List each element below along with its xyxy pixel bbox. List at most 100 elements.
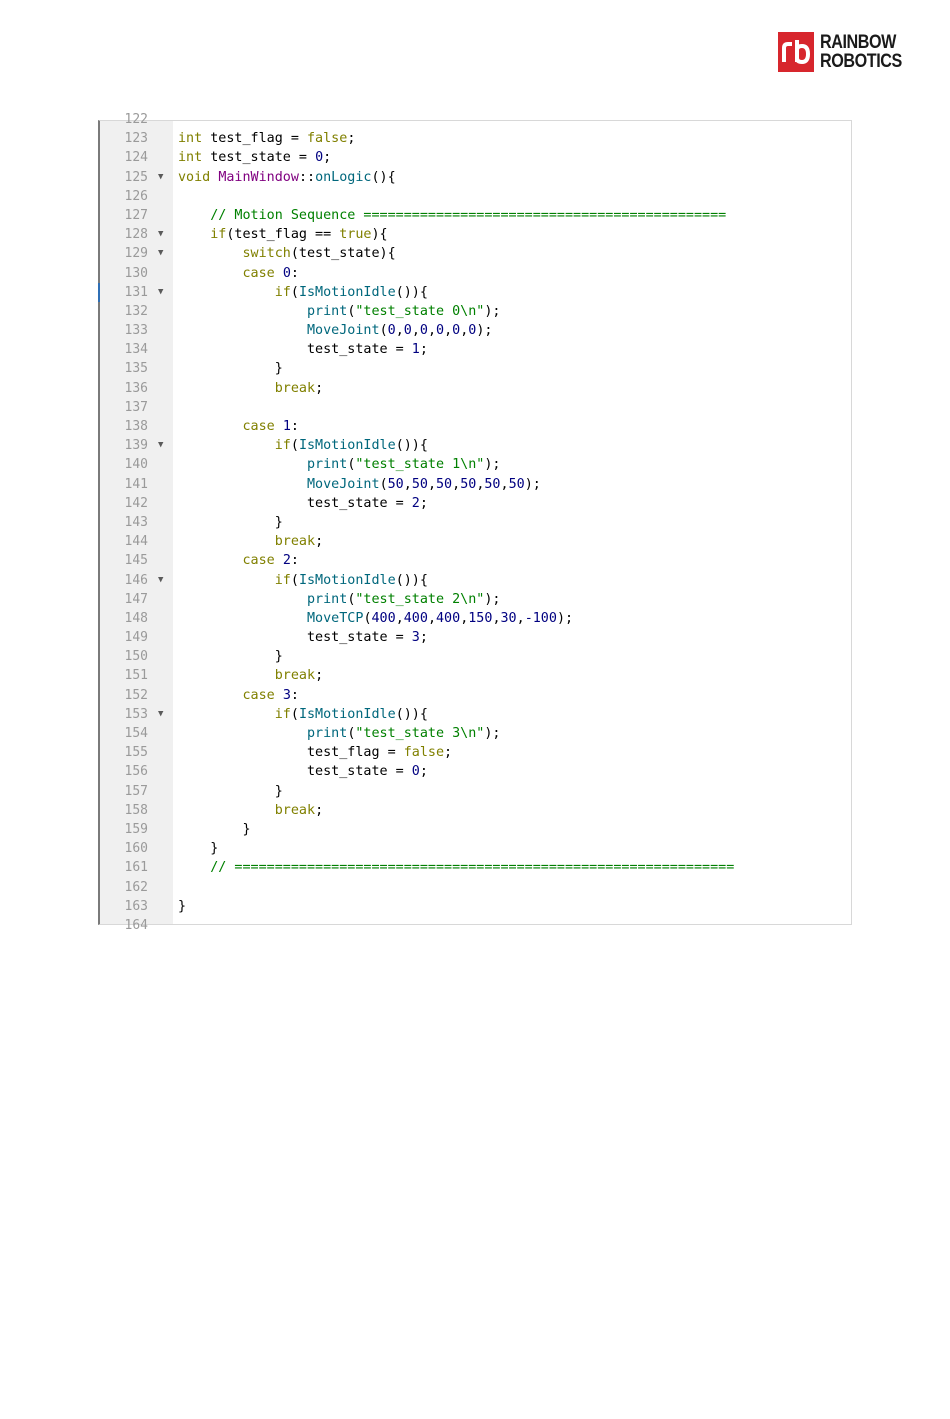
code-text: // =====================================… — [210, 860, 735, 876]
line-number: 126 — [124, 188, 148, 204]
line-number: 154 — [124, 726, 148, 741]
code-editor[interactable]: 122 123 int test_flag = false; 124 int test_… — [98, 112, 852, 933]
code-text: int test_state = 0; — [178, 150, 332, 166]
code-text: case 3: — [242, 687, 299, 703]
code-line[interactable]: 133 MoveJoint(0,0,0,0,0,0); — [100, 321, 851, 340]
line-number: 147 — [124, 591, 148, 607]
code-text: switch(test_state){ — [242, 246, 396, 262]
code-text: if(test_flag == true){ — [210, 227, 388, 243]
fold-arrow-icon[interactable]: ▼ — [158, 248, 164, 259]
code-text: MoveJoint(0,0,0,0,0,0); — [307, 323, 493, 339]
code-text: // Motion Sequence =====================… — [210, 207, 727, 223]
line-number: 129 — [124, 246, 148, 262]
code-text: if(IsMotionIdle()){ — [274, 706, 428, 722]
code-line[interactable]: 146▼ if(IsMotionIdle()){ — [100, 571, 851, 590]
code-line[interactable]: 143 } — [100, 513, 851, 532]
code-line[interactable]: 127 // Motion Sequence =================… — [100, 206, 851, 225]
line-number: 124 — [124, 150, 148, 166]
code-text: print("test_state 3\n"); — [307, 726, 501, 741]
code-text: } — [178, 783, 283, 799]
code-line[interactable]: 151 break; — [100, 666, 851, 685]
code-line[interactable]: 140 print("test_state 1\n"); — [100, 455, 851, 474]
code-line[interactable]: 161 // =================================… — [100, 858, 851, 877]
line-number: 125 — [124, 169, 148, 185]
line-number: 153 — [124, 706, 148, 722]
code-line[interactable]: 128 ▼ if(test_flag == true){ — [100, 225, 851, 244]
line-number: 136 — [124, 380, 148, 396]
line-number: 145 — [124, 553, 148, 569]
code-line[interactable]: 147 print("test_state 2\n"); — [100, 590, 851, 609]
line-number: 148 — [124, 610, 148, 626]
code-line[interactable]: 157 } — [100, 782, 851, 801]
line-number: 135 — [124, 361, 148, 377]
code-line[interactable]: 123 int test_flag = false; — [100, 129, 851, 148]
code-line[interactable]: 139▼ if(IsMotionIdle()){ — [100, 436, 851, 455]
fold-arrow-icon[interactable]: ▼ — [158, 440, 164, 451]
fold-arrow-icon[interactable]: ▼ — [158, 574, 164, 585]
code-text: if(IsMotionIdle()){ — [274, 438, 428, 454]
logo-line-1: RAINBOW — [820, 32, 896, 53]
line-number: 133 — [124, 323, 148, 339]
code-line[interactable]: 144 break; — [100, 532, 851, 551]
code-text: void MainWindow::onLogic(){ — [178, 169, 396, 185]
logo-wordmark: RAINBOW ROBOTICS — [820, 33, 902, 71]
code-line[interactable]: 132 print("test_state 0\n"); — [100, 302, 851, 321]
code-line[interactable]: 145 case 2: — [100, 551, 851, 570]
code-text: test_state = 0; — [178, 764, 428, 780]
code-text: } — [178, 821, 251, 837]
code-line[interactable]: 124 int test_state = 0; — [100, 148, 851, 167]
code-line[interactable]: 155 test_flag = false; — [100, 743, 851, 762]
code-line[interactable]: 150 } — [100, 647, 851, 666]
code-line[interactable]: 154 print("test_state 3\n"); — [100, 724, 851, 743]
code-line[interactable]: 138 case 1: — [100, 417, 851, 436]
fold-arrow-icon[interactable]: ▼ — [158, 171, 164, 182]
code-line[interactable]: 126 — [100, 187, 851, 206]
code-line[interactable]: 130 case 0: — [100, 264, 851, 283]
code-line[interactable]: 156 test_state = 0; — [100, 762, 851, 781]
code-line[interactable]: 163} — [100, 897, 851, 916]
line-number: 130 — [124, 265, 148, 281]
line-number: 146 — [124, 572, 148, 588]
code-line[interactable]: 153 ▼ if(IsMotionIdle()){ — [100, 705, 851, 724]
code-text: break; — [274, 802, 324, 818]
code-line[interactable]: 125 ▼ void MainWindow::onLogic(){ — [100, 168, 851, 187]
fold-arrow-icon[interactable]: ▼ — [158, 708, 164, 719]
code-line[interactable]: 158 break; — [100, 801, 851, 820]
code-line[interactable]: 162 — [100, 878, 851, 897]
code-text: } — [178, 514, 283, 530]
code-text: } — [178, 649, 283, 665]
code-text: test_state = 3; — [178, 630, 428, 646]
logo-line-2: ROBOTICS — [820, 51, 902, 72]
rb-logo-icon — [778, 32, 814, 72]
code-text: int test_flag = false; — [178, 131, 356, 147]
code-text: MoveJoint(50,50,50,50,50,50); — [307, 476, 541, 492]
code-text: case 1: — [242, 419, 299, 434]
code-line[interactable]: 134 test_state = 1; — [100, 340, 851, 359]
code-text: case 0: — [242, 265, 299, 281]
code-line[interactable]: 142 test_state = 2; — [100, 494, 851, 513]
code-line[interactable]: 135 } — [100, 359, 851, 378]
line-number: 128 — [124, 227, 148, 243]
code-line[interactable]: 159 } — [100, 820, 851, 839]
line-number: 161 — [124, 860, 148, 876]
code-line[interactable]: 148 MoveTCP(400,400,400,150,30,-100); — [100, 609, 851, 628]
line-number: 162 — [124, 879, 148, 895]
line-number: 155 — [124, 745, 148, 761]
code-line[interactable]: 149 test_state = 3; — [100, 628, 851, 647]
code-line[interactable]: 160 } — [100, 839, 851, 858]
fold-arrow-icon[interactable]: ▼ — [158, 229, 164, 240]
line-number: 164 — [124, 917, 148, 933]
code-line[interactable]: 129 ▼ switch(test_state){ — [100, 244, 851, 263]
code-text: test_state = 1; — [178, 342, 428, 358]
code-line[interactable]: 136 break; — [100, 379, 851, 398]
code-line[interactable]: 137 — [100, 398, 851, 417]
code-line[interactable]: 141 MoveJoint(50,50,50,50,50,50); — [100, 475, 851, 494]
line-number: 156 — [124, 764, 148, 780]
code-line[interactable]: 122 — [100, 110, 851, 129]
code-line[interactable]: 131▼ if(IsMotionIdle()){ — [98, 282, 851, 302]
line-number: 123 — [124, 131, 148, 147]
code-line[interactable]: 152 case 3: — [100, 686, 851, 705]
code-text: test_flag = false; — [178, 745, 453, 761]
code-line[interactable]: 164 — [100, 916, 851, 935]
fold-arrow-icon[interactable]: ▼ — [158, 286, 164, 297]
